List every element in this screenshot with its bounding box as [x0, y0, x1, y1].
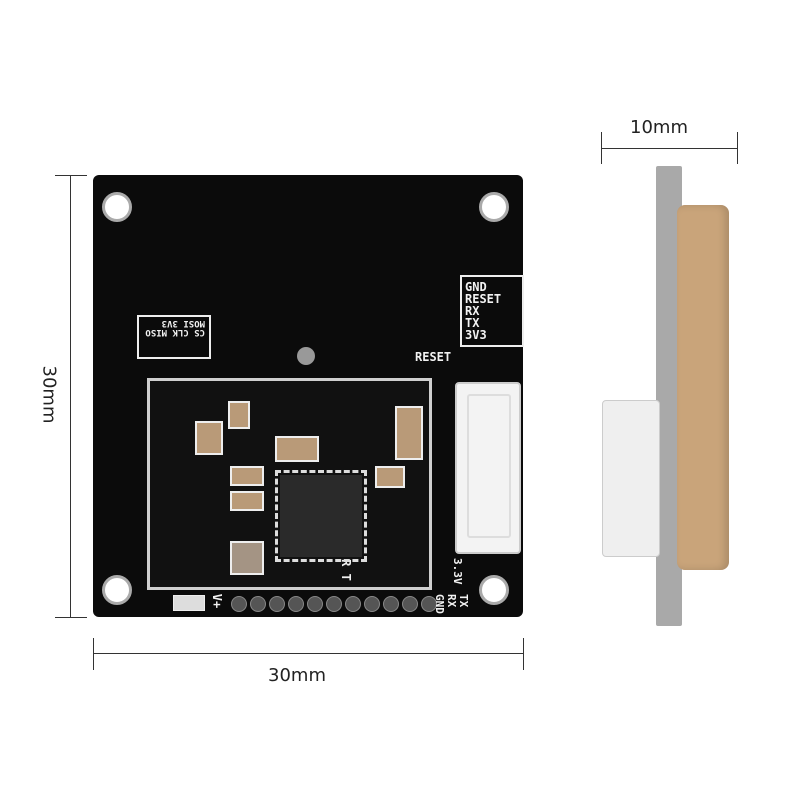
mounting-hole — [102, 575, 132, 605]
side-connector — [602, 400, 660, 557]
reset-label: RESET — [415, 350, 452, 364]
dimension-tick — [93, 638, 94, 670]
side-width-label: 10mm — [630, 117, 688, 138]
pin-pad — [345, 596, 361, 612]
pin-label-rx: RX — [445, 594, 458, 608]
capacitor — [230, 466, 264, 486]
pin-pad — [307, 596, 323, 612]
pin-pad-row — [231, 596, 437, 612]
vplus-label: V+ — [210, 593, 225, 609]
dimension-tick — [523, 638, 524, 670]
test-point — [297, 347, 315, 365]
crystal — [230, 541, 264, 575]
pin-label-tx: TX — [457, 594, 470, 608]
connector-housing — [467, 394, 511, 538]
pin-label: CS — [194, 327, 205, 337]
pin-label-gnd: GND — [433, 594, 446, 614]
pin-pad — [288, 596, 304, 612]
mounting-hole — [479, 192, 509, 222]
pin-label: 3V3 — [465, 328, 487, 342]
pin-pad — [421, 596, 437, 612]
board-width-label: 30mm — [268, 665, 326, 686]
mounting-hole — [479, 575, 509, 605]
pin-pad — [383, 596, 399, 612]
led — [173, 595, 205, 611]
pin-pad — [250, 596, 266, 612]
pin-pad — [269, 596, 285, 612]
pin-label: GND — [465, 280, 487, 294]
pin-label: RX — [465, 304, 480, 318]
dimension-tick — [55, 617, 87, 618]
pin-label: RESET — [465, 292, 502, 306]
pin-label: TX — [465, 316, 480, 330]
pin-label: MISO — [145, 327, 168, 337]
capacitor — [230, 491, 264, 511]
main-chip — [275, 470, 367, 562]
spi-pin-labels: CS CLK MISO MOSI 3V3 — [137, 315, 211, 359]
mounting-hole — [102, 192, 132, 222]
pin-pad — [364, 596, 380, 612]
pin-label: 3V3 — [161, 318, 178, 328]
capacitor — [395, 406, 423, 460]
pin-pad — [231, 596, 247, 612]
rt-labels: R T — [338, 559, 353, 581]
capacitor — [375, 466, 405, 488]
t-label: T — [338, 573, 353, 581]
dimension-tick — [55, 175, 87, 176]
board-height-label: 30mm — [38, 365, 60, 424]
pin-pad — [402, 596, 418, 612]
r-label: R — [338, 559, 353, 567]
pin-label: MOSI — [183, 318, 205, 328]
side-width-dimension-line — [601, 148, 737, 149]
capacitor — [195, 421, 223, 455]
connector-pin-labels: GND RX TX — [433, 594, 470, 614]
header-pin-labels: GND RESET RX TX 3V3 — [460, 275, 524, 347]
pin-label: CLK — [172, 327, 189, 337]
capacitor — [275, 436, 319, 462]
board-height-dimension-line — [70, 175, 71, 617]
capacitor — [228, 401, 250, 429]
dimension-tick — [601, 132, 602, 164]
ceramic-antenna — [677, 205, 729, 570]
jst-connector[interactable] — [455, 382, 521, 554]
dimension-tick — [737, 132, 738, 164]
board-width-dimension-line — [93, 653, 523, 654]
connector-pin-label-3v3: 3.3V — [451, 558, 464, 585]
pin-pad — [326, 596, 342, 612]
